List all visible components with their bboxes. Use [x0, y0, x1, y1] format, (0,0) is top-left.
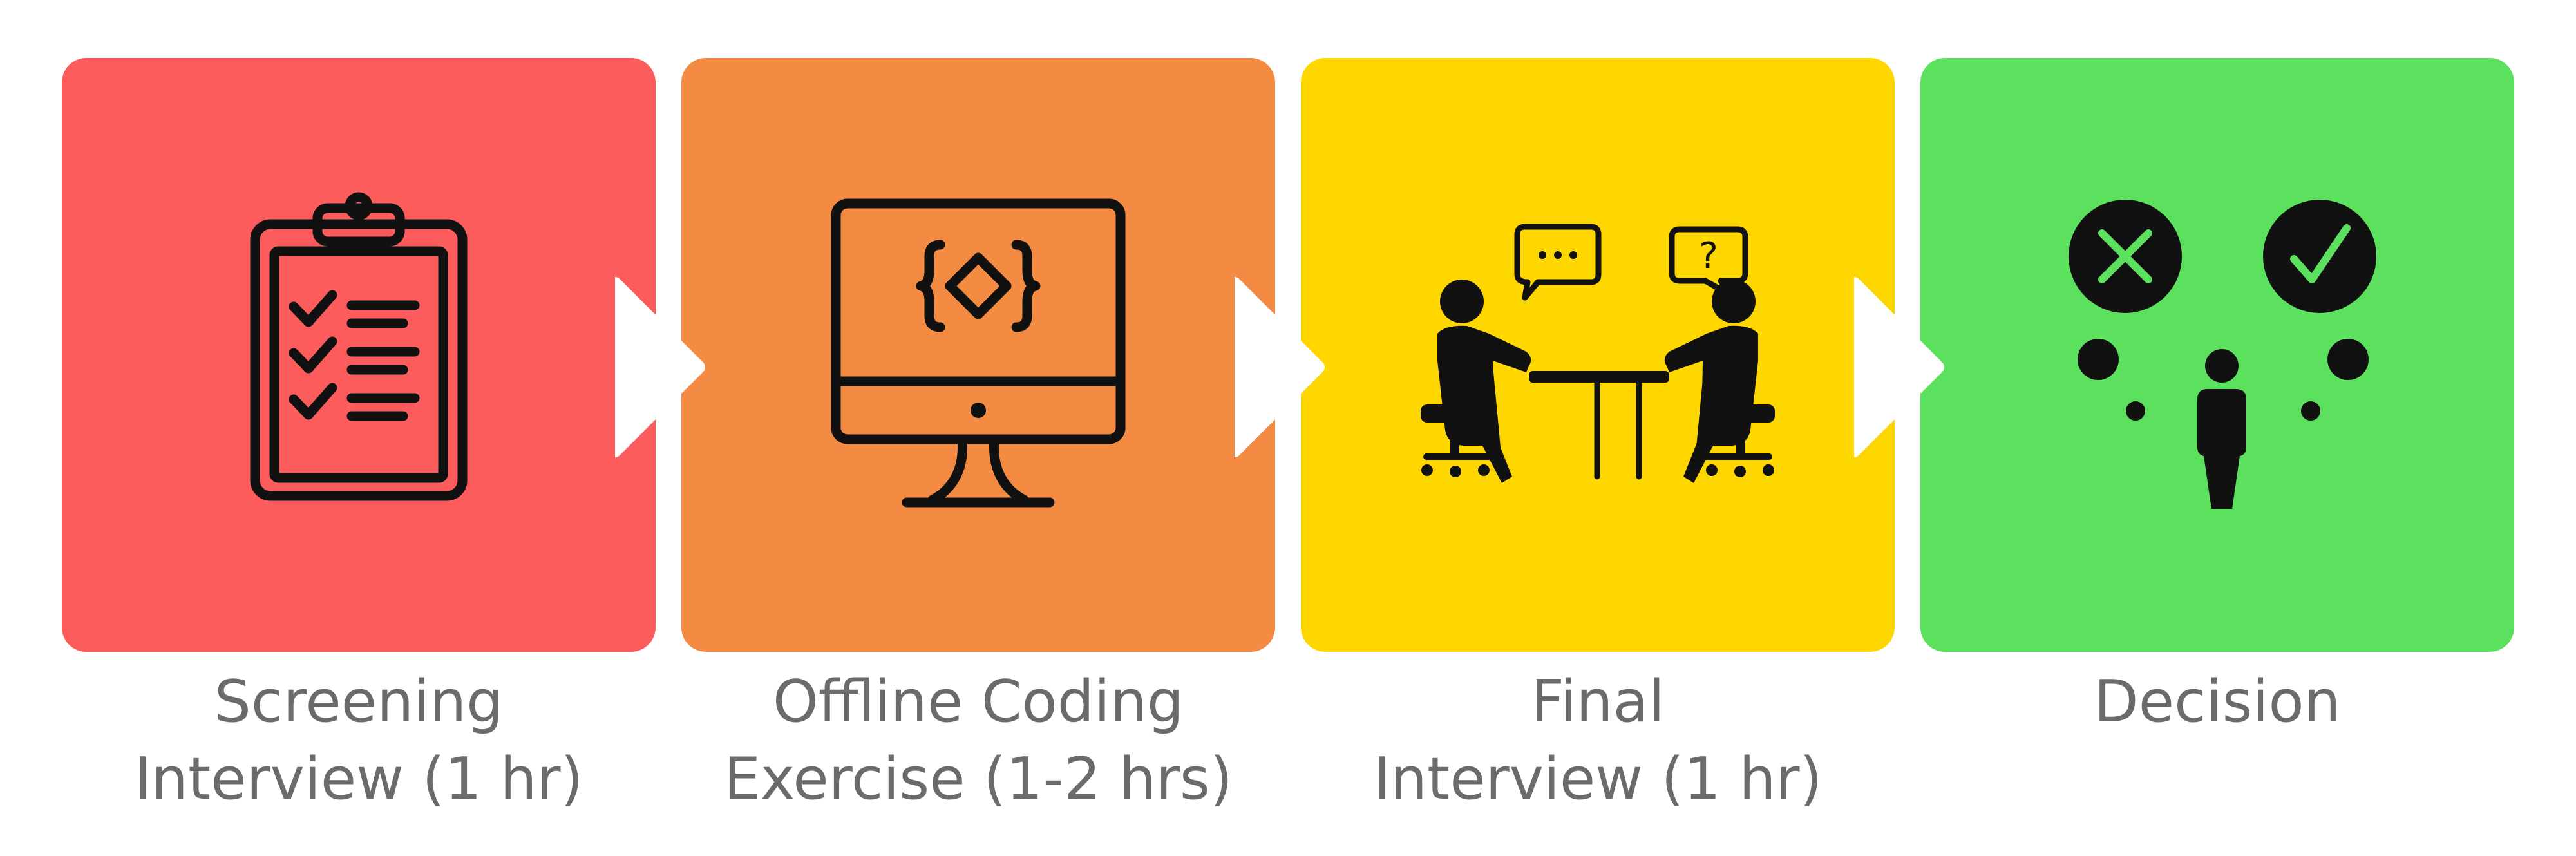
stage-decision-box — [1920, 58, 2514, 652]
caption-coding: Offline Coding Exercise (1-2 hrs) — [656, 663, 1300, 818]
caption-screening: Screening Interview (1 hr) — [37, 663, 681, 818]
svg-text:?: ? — [1699, 235, 1718, 277]
stage-coding-box — [681, 58, 1275, 652]
caption-final-line2: Interview (1 hr) — [1373, 745, 1823, 813]
caption-decision-line1: Decision — [2094, 668, 2341, 736]
chevron-right-icon — [615, 277, 705, 457]
stage-final-interview-box: ? — [1301, 58, 1895, 652]
caption-coding-line2: Exercise (1-2 hrs) — [724, 745, 1233, 813]
stage-screening-box — [62, 58, 656, 652]
caption-screening-line1: Screening — [214, 668, 504, 736]
caption-coding-line1: Offline Coding — [772, 668, 1184, 736]
clipboard-checklist-icon — [250, 192, 468, 501]
interview-meeting-icon: ? — [1421, 224, 1775, 483]
chevron-right-icon — [1854, 277, 1944, 457]
decision-icon — [2069, 200, 2376, 509]
caption-decision: Decision — [1895, 663, 2539, 741]
computer-code-icon — [831, 198, 1126, 508]
caption-screening-line2: Interview (1 hr) — [134, 745, 583, 813]
chevron-right-icon — [1235, 277, 1325, 457]
caption-final-interview: Final Interview (1 hr) — [1276, 663, 1920, 818]
caption-final-line1: Final — [1531, 668, 1665, 736]
